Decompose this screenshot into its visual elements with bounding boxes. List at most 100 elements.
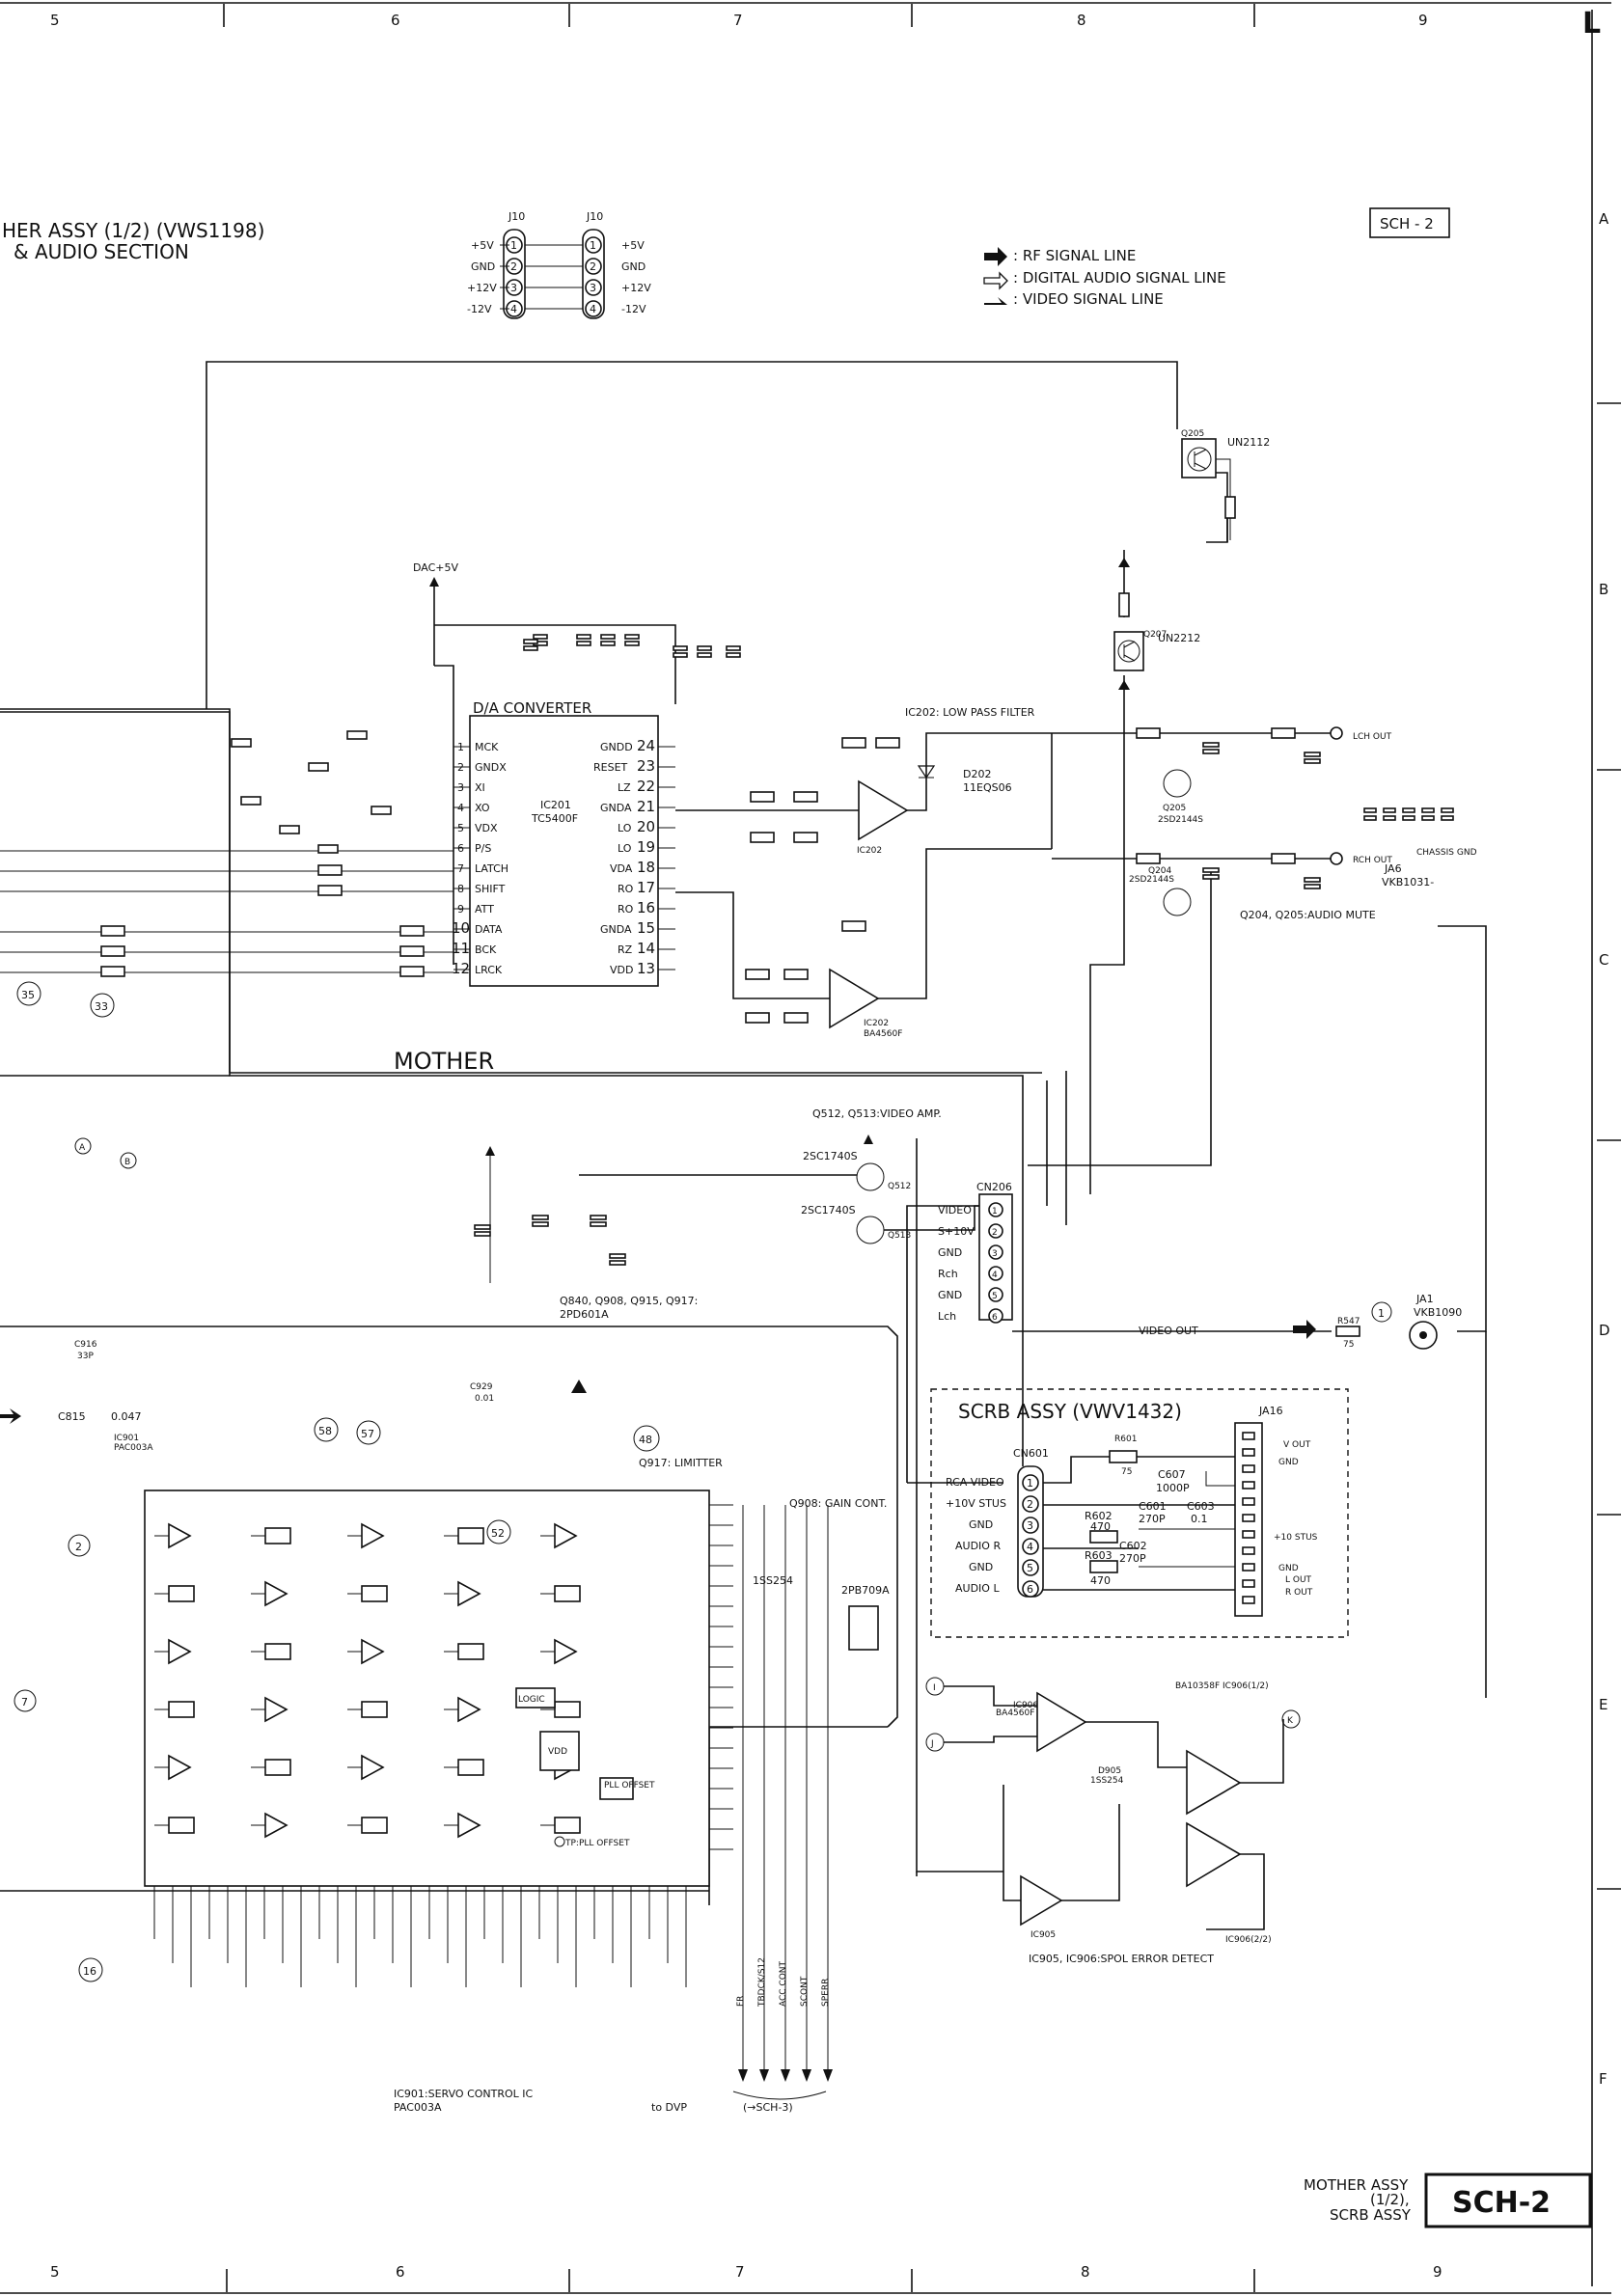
col-label: 5 [50,12,60,29]
grid-column-labels-bottom: 5 6 7 8 9 [50,2263,1442,2281]
capacitor-icon [1202,749,1220,754]
function-block [361,1585,388,1602]
dac-pin-num: 5 [457,822,464,834]
capacitor-icon [1202,867,1220,873]
ja16-out-label: GND [1278,1564,1299,1573]
legend: : RF SIGNAL LINE : DIGITAL AUDIO SIGNAL … [983,247,1226,308]
r601-resistor [1109,1450,1138,1463]
capacitor-icon [1441,807,1454,813]
arrow-down-icon [823,2069,833,2082]
function-block [168,1701,195,1718]
resistor-icon [346,730,368,740]
capacitor-icon [697,645,712,651]
capacitor-icon [533,634,548,640]
dac-pin-num: 10 [452,919,470,937]
cn206-pin-label: Rch [938,1268,958,1280]
ja16-pin [1242,1530,1255,1539]
cn601-pin-label: AUDIO R [955,1540,1001,1552]
cn601-pin-circle [1022,1495,1039,1513]
ja16-out-label: +10 STUS [1274,1533,1318,1543]
q205-label: Q205 [1181,429,1204,439]
footer-line2: (1/2), [1370,2191,1410,2208]
tp-pll-offset: TP:PLL OFFSET [564,1839,630,1848]
col-label: 9 [1418,12,1428,29]
q205-part: UN2112 [1227,436,1270,449]
dac-pin-name: LATCH [475,862,508,875]
capacitor-icon [1363,807,1377,813]
opamp-ic906b [1186,1749,1242,1816]
dac-pin-name: LO [618,842,632,855]
col-label: 7 [735,2263,745,2281]
j10-pin-label: +12V [621,282,651,294]
video-arrow-icon [984,297,1007,305]
ja16-pin [1242,1448,1255,1457]
footer-line1: MOTHER ASSY [1304,2176,1409,2194]
dac-pin-name: VDA [610,862,633,875]
function-block [457,1759,484,1776]
c916-value: 33P [77,1352,94,1361]
capacitor-icon [590,1215,607,1220]
marker-label: 33 [95,1000,108,1013]
audio-output: LCH OUT RCH OUT CHASSIS GND JA6 VKB1031-… [1052,726,1477,921]
letter-marker: J [930,1739,934,1749]
j10-pin-label: +5V [621,239,645,252]
c929-value: 0.01 [475,1394,494,1404]
arrow-up-icon [864,1134,873,1144]
dac-pin-num: 16 [637,899,655,916]
video-amp: Q512, Q513:VIDEO AMP. 2SC1740S Q512 2SC1… [579,1107,1462,1350]
misc-components [231,730,873,1393]
dac-pin-num: 17 [637,879,655,896]
r602-resistor [1089,1530,1118,1544]
marker-label: 57 [361,1428,374,1440]
dac-pin-num: 15 [637,919,655,937]
j10-pin-circle [585,236,602,254]
cn206-pin-number: 2 [992,1228,998,1238]
capacitor-icon [532,1221,549,1227]
capacitor-icon [1304,877,1321,883]
dac-pin-name: LRCK [475,964,503,976]
capacitor-icon [474,1224,491,1230]
scrb-title: SCRB ASSY (VWV1432) [958,1400,1182,1423]
opamp-part: BA4560F [864,1029,902,1039]
cn601-pin-number: 4 [1027,1541,1033,1553]
ja6-part: VKB1031- [1382,876,1434,888]
q513-label: Q513 [888,1231,911,1241]
main-wiring [0,361,1487,1466]
part-value: 470 [1090,1574,1111,1587]
legend-digital-audio: : DIGITAL AUDIO SIGNAL LINE [1013,269,1226,287]
resistor-icon [231,738,252,748]
capacitor-icon [590,1221,607,1227]
cn206-pin-label: VIDEO [938,1204,972,1216]
ja16-out-labels: V OUT GND +10 STUS GND L OUT R OUT [1274,1440,1318,1598]
diode-d202-part: 11EQS06 [963,781,1012,794]
dac-pin-num: 1 [457,741,464,753]
j10-pin-label: +12V [467,282,497,294]
dac-pin-name: ATT [475,903,494,916]
function-block [554,1585,581,1602]
part-ref: C607 [1158,1468,1186,1481]
function-block [264,1643,291,1660]
resistor-icon [1136,853,1161,864]
bus-label: FR [736,1996,746,2007]
marker-label: 7 [21,1696,28,1708]
legend-video: : VIDEO SIGNAL LINE [1013,290,1164,308]
dac-pin-name: DATA [475,923,503,936]
ja16-out-label: R OUT [1285,1588,1313,1598]
spol-error-detect: IC906 BA4560F BA10358F IC906(1/2) IC906(… [916,1138,1487,1965]
row-label: C [1599,951,1608,969]
capacitor-icon [726,645,741,651]
marker-label: 48 [639,1434,652,1446]
cn601-pin-number: 5 [1027,1562,1033,1574]
cn601-pin-label: RCA VIDEO [946,1476,1004,1489]
q207-part: UN2212 [1158,632,1200,644]
cn206-pin-label: GND [938,1246,962,1259]
j10-pin-label: +5V [471,239,494,252]
j10-pin-number: 2 [510,260,517,273]
j10-pin-label: -12V [467,303,492,315]
letter-marker: A [79,1143,86,1153]
ic901-body [144,1490,710,1887]
col-label: 9 [1433,2263,1442,2281]
q205b-label: Q205 [1163,804,1186,813]
q205b-part: 2SD2144S [1158,815,1203,825]
